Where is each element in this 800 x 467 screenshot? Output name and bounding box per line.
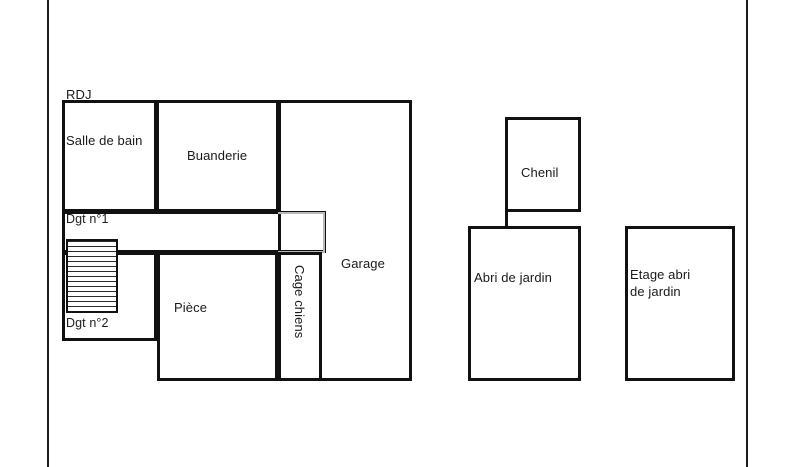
- building-label-etage-abri-line2: de jardin: [630, 284, 681, 299]
- room-label-dgt-1: Dgt n°1: [66, 212, 109, 226]
- room-label-dgt-2: Dgt n°2: [66, 316, 109, 330]
- level-label-rdj: RDJ: [66, 87, 92, 102]
- room-piece: [157, 252, 279, 381]
- room-label-piece: Pièce: [174, 300, 208, 315]
- building-label-etage-abri-line1: Etage abri: [630, 267, 691, 282]
- building-label-abri-de-jardin: Abri de jardin: [474, 270, 552, 285]
- room-dgt-1-light-wall: [278, 212, 325, 253]
- staircase-hatch: [66, 239, 118, 313]
- building-etage-abri-de-jardin: [625, 226, 735, 381]
- room-label-garage: Garage: [341, 256, 385, 271]
- frame-rail-left: [47, 0, 49, 467]
- frame-rail-right: [746, 0, 748, 467]
- building-chenil: [505, 117, 581, 212]
- room-garage: [278, 100, 412, 381]
- room-buanderie: [156, 100, 279, 212]
- room-salle-de-bain: [62, 100, 157, 212]
- room-label-salle-de-bain: Salle de bain: [66, 133, 143, 148]
- building-abri-de-jardin: [468, 226, 581, 381]
- wall-chenil-abri-connector: [505, 210, 508, 228]
- room-cage-chiens: [275, 252, 322, 381]
- room-label-cage-chiens: Cage chiens: [292, 265, 307, 339]
- building-label-chenil: Chenil: [521, 165, 559, 180]
- room-label-buanderie: Buanderie: [187, 148, 248, 163]
